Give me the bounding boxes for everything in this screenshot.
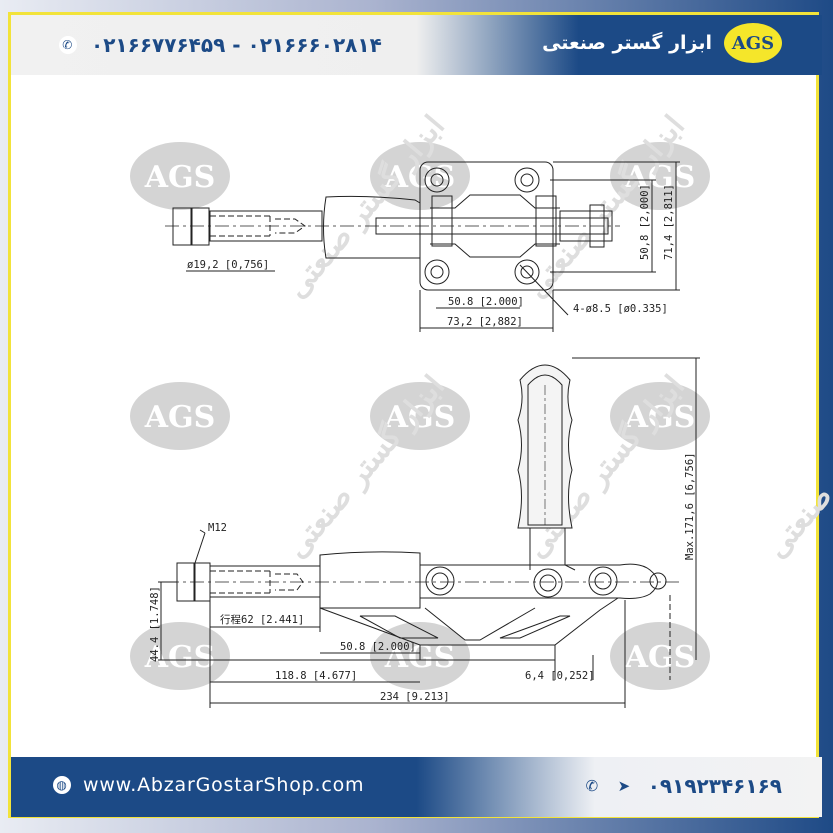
- dim-max-height: Max.171,6 [6,756]: [684, 453, 696, 560]
- dim-base-offset: 50.8 [2.000]: [340, 641, 416, 653]
- watermark-text: ابزار گستر صنعتی: [279, 368, 452, 565]
- dim-center-height: 44.4 [1.748]: [149, 586, 161, 662]
- mobile-number: ۰۹۱۹۲۳۴۶۱۶۹: [647, 774, 782, 798]
- dim-thread: M12: [208, 522, 227, 534]
- dim-hole-spacing-x: 50.8 [2.000]: [448, 296, 524, 308]
- dim-overall-length: 234 [9.213]: [380, 691, 450, 703]
- watermarks: AGS AGS AGS AGS AGS AGS AGS AGS AGS ابزا…: [130, 108, 833, 690]
- dim-length-to-base: 118.8 [4.677]: [275, 670, 357, 682]
- top-view: [165, 161, 680, 332]
- phone-text: ۰۲۱۶۶۷۷۶۴۵۹ - ۰۲۱۶۶۶۰۲۸۱۴: [91, 33, 382, 57]
- dim-base-thickness: 6,4 [0,252]: [525, 670, 595, 682]
- dim-base-height: 71,4 [2,811]: [663, 184, 675, 260]
- mobile-contact: ✆ ➤ ۰۹۱۹۲۳۴۶۱۶۹: [584, 774, 782, 798]
- dim-rod-diameter: ø19,2 [0,756]: [187, 259, 269, 271]
- watermark-logo: AGS: [144, 160, 216, 195]
- dim-base-width: 73,2 [2,882]: [447, 316, 523, 328]
- header-banner: ✆ ۰۲۱۶۶۷۷۶۴۵۹ - ۰۲۱۶۶۶۰۲۸۱۴ ابزار گستر ص…: [11, 15, 822, 75]
- website-link[interactable]: www.AbzarGostarShop.com: [83, 774, 365, 796]
- watermark-text: ابزار گستر صنعتی: [759, 368, 833, 565]
- telegram-icon[interactable]: ➤: [617, 777, 632, 795]
- footer-banner: ◍ www.AbzarGostarShop.com ✆ ➤ ۰۹۱۹۲۳۴۶۱۶…: [11, 757, 822, 817]
- watermark-logo: AGS: [144, 640, 216, 675]
- whatsapp-icon[interactable]: ✆: [585, 777, 600, 795]
- watermark-logo: AGS: [384, 400, 456, 435]
- globe-icon: ◍: [53, 776, 71, 794]
- phone-icon: ✆: [59, 36, 77, 54]
- ags-logo: AGS: [724, 23, 782, 63]
- watermark-logo: AGS: [624, 640, 696, 675]
- watermark-logo: AGS: [624, 160, 696, 195]
- side-view: [158, 357, 700, 708]
- watermark-logo: AGS: [144, 400, 216, 435]
- brand: ابزار گستر صنعتی AGS: [542, 23, 782, 63]
- website[interactable]: ◍ www.AbzarGostarShop.com: [53, 774, 364, 796]
- dim-holes: 4-ø8.5 [ø0.335]: [573, 303, 668, 315]
- watermark-logo: AGS: [624, 400, 696, 435]
- phone-numbers: ✆ ۰۲۱۶۶۷۷۶۴۵۹ - ۰۲۱۶۶۶۰۲۸۱۴: [59, 33, 382, 57]
- brand-name: ابزار گستر صنعتی: [542, 32, 712, 54]
- dim-hole-spacing-y: 50,8 [2,000]: [639, 184, 651, 260]
- dim-stroke: 行程62 [2.441]: [220, 613, 304, 626]
